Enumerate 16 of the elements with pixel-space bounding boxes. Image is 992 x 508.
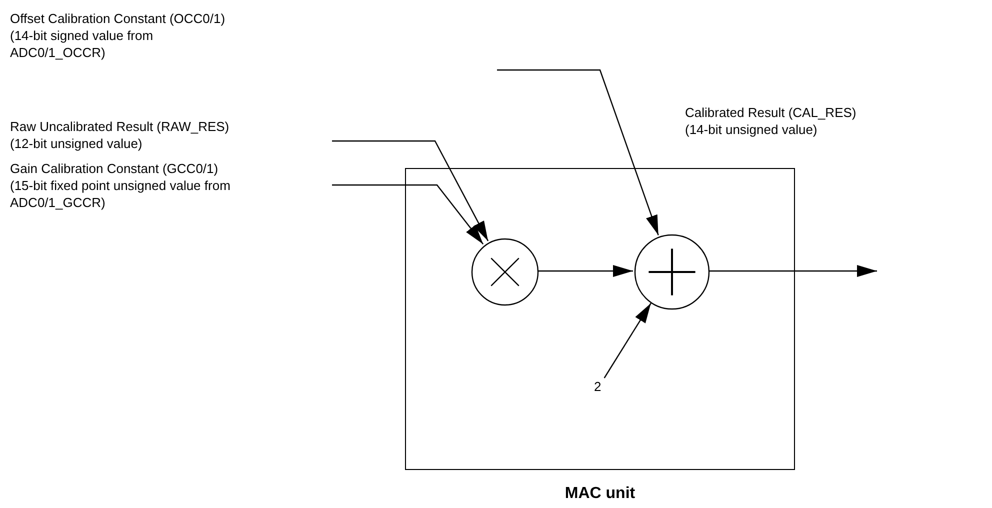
- arrow: [332, 140, 489, 242]
- arrow: [538, 265, 633, 277]
- output-description: (14-bit unsigned value): [685, 121, 818, 138]
- arrow: [497, 69, 659, 236]
- input-description: (12-bit unsigned value): [10, 135, 144, 152]
- arrow: [709, 265, 877, 277]
- unit-title: MAC unit: [564, 485, 636, 503]
- output-description: Calibrated Result (CAL_RES): [685, 104, 858, 121]
- input-description: (14-bit signed value from ADC0/1_OCCR): [10, 27, 154, 61]
- input-description: (15-bit fixed point unsigned value from ADC0/1_GCCR): [10, 177, 232, 211]
- input-value: 2: [594, 379, 606, 396]
- input-description: Offset Calibration Constant (OCC0/1): [10, 10, 226, 27]
- input-description: Gain Calibration Constant (GCC0/1): [10, 160, 220, 177]
- arrow: [332, 184, 484, 245]
- arrow: [604, 302, 652, 378]
- input-description: Raw Uncalibrated Result (RAW_RES): [10, 118, 230, 135]
